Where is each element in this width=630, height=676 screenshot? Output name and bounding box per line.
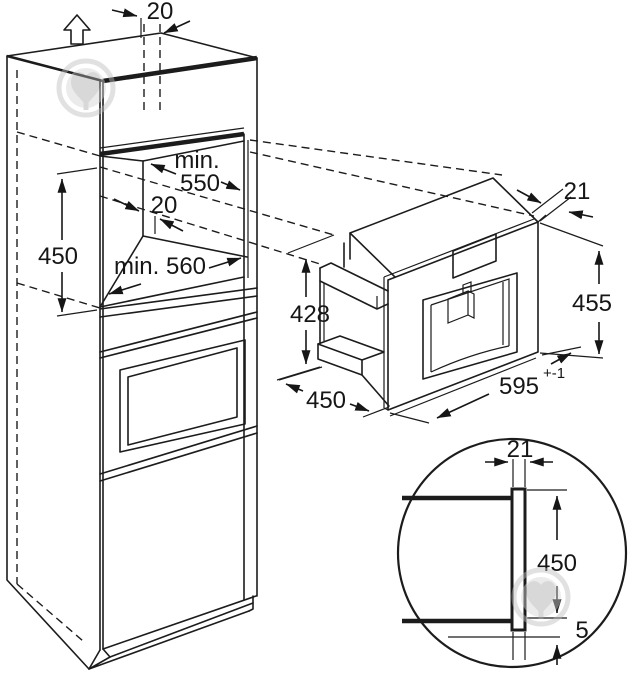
watermark-logo-top [56,58,116,118]
niche-interior [99,140,249,308]
niche-width-label-line2: 550 [180,170,220,197]
watermark-logo-bottom [511,567,571,627]
dimension-panel-width: 595 +-1 [389,346,582,424]
cabinet-drawing [6,14,258,670]
dimension-detail-height: 450 [527,489,577,619]
cabinet-dimensions: 20 450 min. 550 20 min. 560 [38,0,242,317]
dimension-detail-thickness: 21 [485,436,553,487]
oven-door-window-inner [127,347,238,446]
dimension-rear-gap: 20 [113,192,184,234]
dimension-top-rear-gap: 20 [111,0,191,38]
appliance-front-panel [387,221,539,411]
appliance-top-face [349,177,539,278]
cabinet-top-front-edge [102,55,258,84]
niche-ceiling-top-line [99,127,245,149]
body-height-label: 428 [290,301,330,328]
niche-height-label: 450 [38,243,78,270]
dimension-body-height: 428 [278,234,335,381]
dimension-panel-height: 455 [539,222,612,359]
projection-dashed-lines [99,139,535,265]
dimension-panel-thickness: 21 [516,178,594,222]
cabinet-front-bands [99,287,258,482]
appliance-recess [422,272,518,380]
panel-thickness-label: 21 [564,178,591,205]
cabinet-top-left-edge [6,54,104,83]
dimension-niche-depth: min. 560 [108,253,242,295]
top-rear-gap-label: 20 [147,0,174,25]
detail-height-label: 450 [537,550,577,577]
oven-door-window-outer [119,339,246,453]
cabinet-left-panel [6,55,90,670]
niche-width-label-line1: min. [174,147,219,174]
panel-height-label: 455 [572,290,612,317]
cabinet-plinth [88,595,257,670]
panel-width-tolerance-label: +-1 [543,365,565,382]
niche-ceiling-edge [99,131,245,157]
appliance-display-slot [452,233,497,279]
panel-width-label: 595 [499,373,539,400]
detail-extension-lines [448,632,560,660]
appliance-depth-label: 450 [306,387,346,414]
dimension-niche-height: 450 [38,167,98,317]
dimension-appliance-depth: 450 [276,366,390,418]
detail-thickness-label: 21 [507,436,534,463]
detail-bottom-gap-label: 5 [575,617,588,644]
vent-gap-dashed-lines [143,24,161,113]
cabinet-hidden-lines [16,70,101,642]
appliance-bottom-edge [389,357,537,417]
rear-gap-label: 20 [151,192,178,219]
cabinet-front-left-edge [99,79,104,651]
cabinet-top-face [6,32,258,59]
detail-front-panel-section [510,487,527,632]
coffee-spout [447,281,475,324]
dimension-detail-bottom-gap: 5 [552,617,589,665]
niche-depth-label: min. 560 [114,253,206,280]
appliance-drawing [317,177,547,417]
appliance-side-profile [317,232,390,407]
vent-up-arrow-icon [63,14,91,45]
detail-view: 21 450 5 [396,436,628,669]
appliance-dimensions: 428 450 21 455 595 +-1 [276,178,612,424]
dimension-niche-width: min. 550 [150,147,241,197]
